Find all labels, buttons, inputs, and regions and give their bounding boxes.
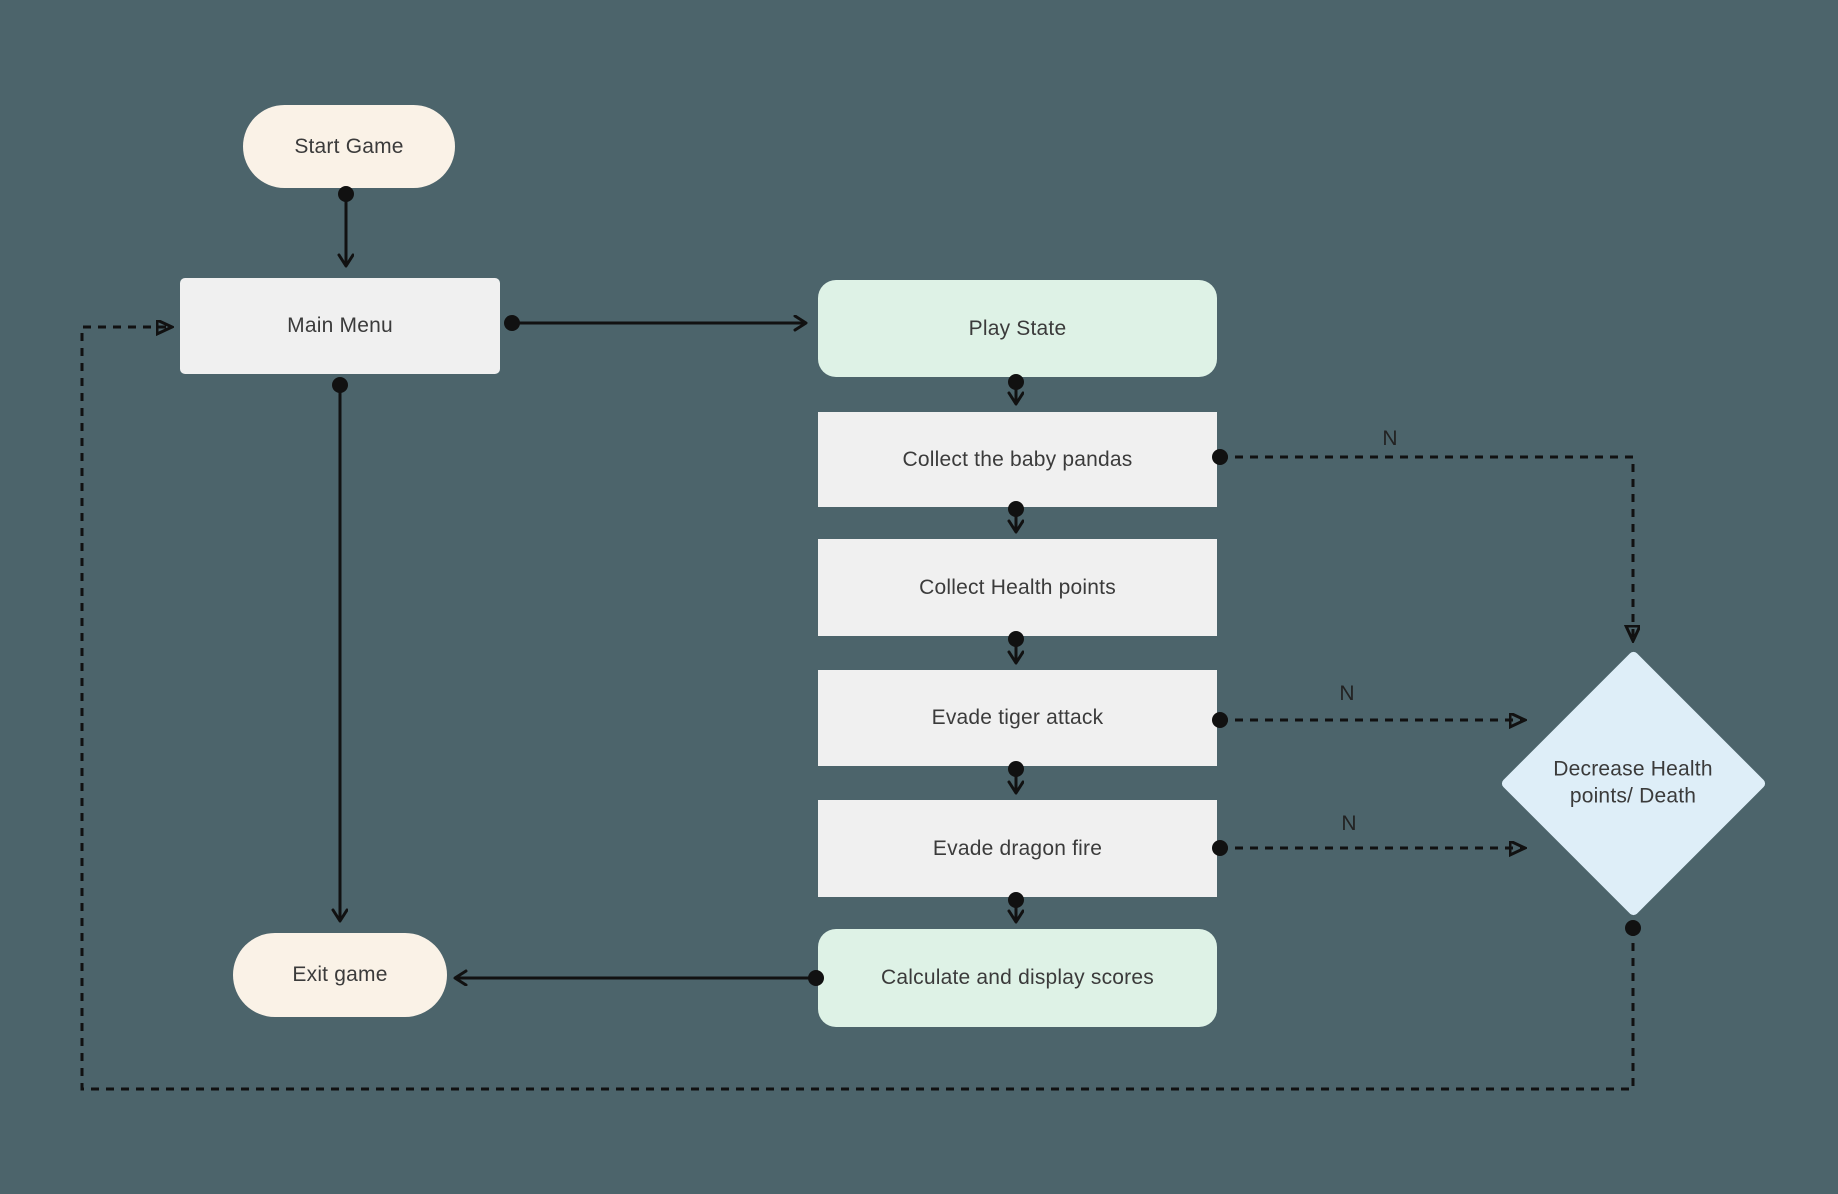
node-exit-game[interactable]: Exit game <box>233 933 447 1017</box>
node-collect-health-label: Collect Health points <box>919 575 1116 599</box>
node-collect-health[interactable]: Collect Health points <box>818 539 1217 636</box>
node-exit-game-label: Exit game <box>292 963 388 986</box>
node-collect-pandas[interactable]: Collect the baby pandas <box>818 412 1217 507</box>
node-collect-pandas-label: Collect the baby pandas <box>902 447 1133 471</box>
edge-dragon-no-to-diamond <box>1212 840 1524 856</box>
edge-label-tiger-no: N <box>1339 682 1355 705</box>
edge-label-dragon-no: N <box>1341 812 1357 835</box>
edge-start-to-menu <box>338 186 354 266</box>
node-decrease-health-label: Decrease Health points/ Death <box>1553 757 1713 808</box>
edge-play-to-pandas <box>1008 374 1024 404</box>
edge-menu-to-play <box>504 315 806 331</box>
node-evade-dragon[interactable]: Evade dragon fire <box>818 800 1217 897</box>
node-main-menu-label: Main Menu <box>287 314 393 337</box>
node-start-game[interactable]: Start Game <box>243 105 455 188</box>
node-evade-tiger-label: Evade tiger attack <box>931 706 1104 729</box>
edge-tiger-no-to-diamond <box>1212 712 1524 728</box>
edge-menu-to-exit <box>332 377 348 921</box>
node-evade-tiger[interactable]: Evade tiger attack <box>818 670 1217 766</box>
node-start-game-label: Start Game <box>294 134 404 158</box>
node-evade-dragon-label: Evade dragon fire <box>932 836 1103 860</box>
edge-pandas-no-to-diamond <box>1212 449 1633 640</box>
edge-calc-to-exit <box>455 970 824 986</box>
node-calc-scores[interactable]: Calculate and display scores <box>818 929 1217 1027</box>
node-main-menu[interactable]: Main Menu <box>180 278 500 374</box>
node-play-state-label: Play State <box>968 316 1067 340</box>
node-play-state[interactable]: Play State <box>818 280 1217 377</box>
edge-label-pandas-no: N <box>1382 427 1398 450</box>
node-calc-scores-label: Calculate and display scores <box>881 966 1154 989</box>
